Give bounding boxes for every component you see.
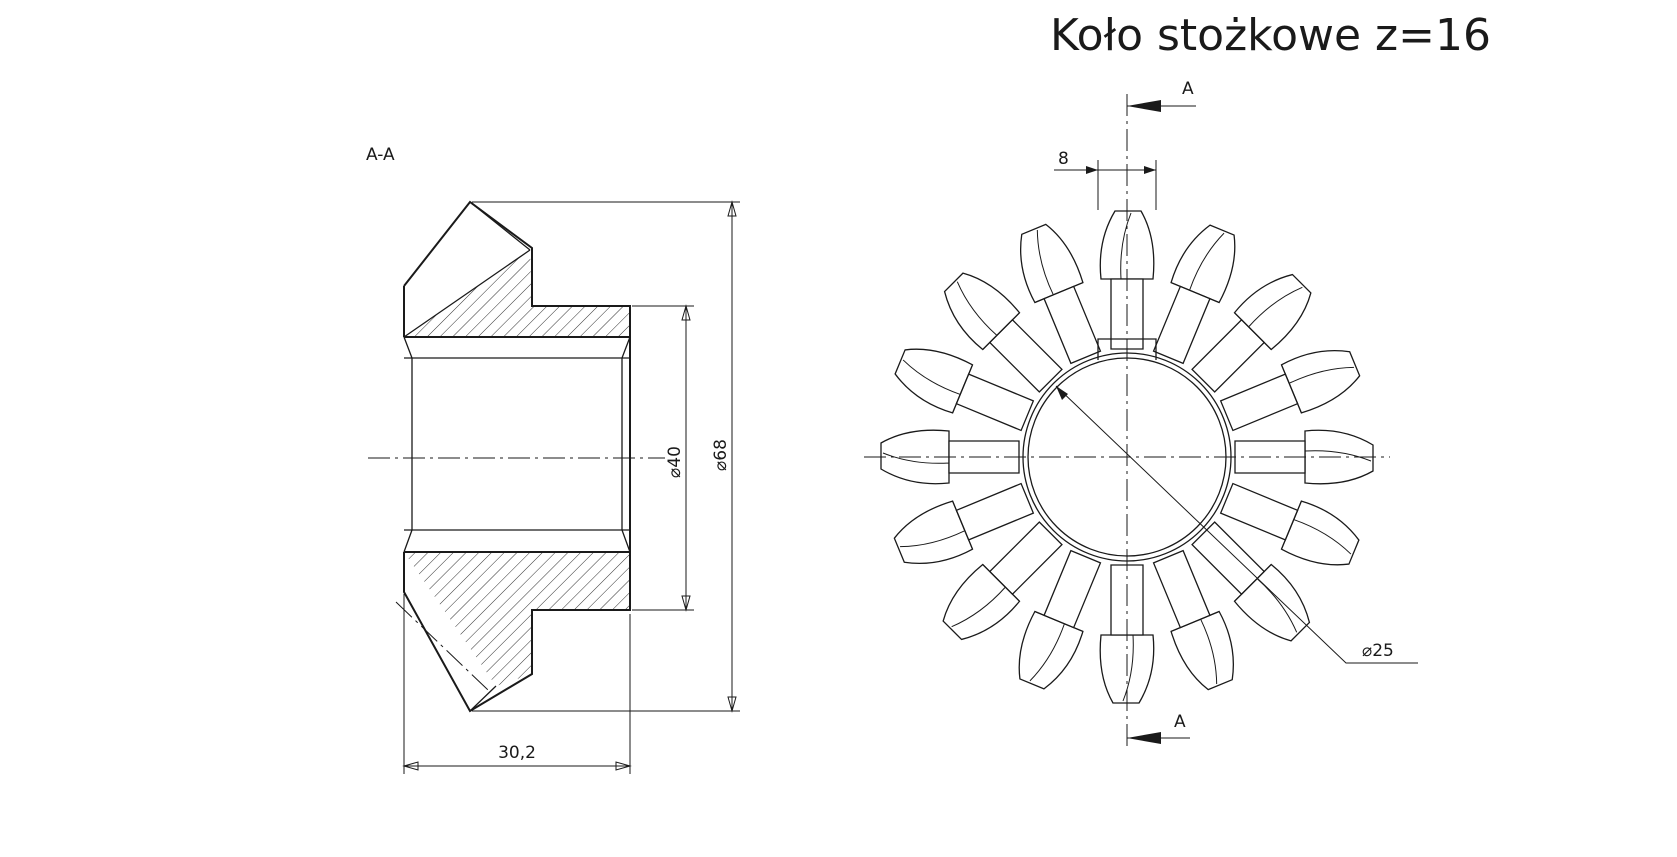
dim-outer: ⌀68 — [711, 439, 731, 471]
section-outline — [403, 200, 631, 713]
gear-tooth — [943, 272, 1063, 393]
dim-keyway: 8 — [1058, 149, 1069, 169]
section-label: A-A — [366, 145, 395, 165]
dim-shaft: ⌀25 — [1362, 641, 1394, 661]
gear-tooth — [1018, 549, 1102, 690]
cut-label-bottom: A — [1174, 712, 1186, 732]
pitch-line — [395, 601, 489, 691]
lower-hatch — [404, 552, 630, 686]
gear-tooth — [1219, 482, 1360, 566]
dim-keyway-lines — [1054, 160, 1157, 210]
gear-tooth — [1191, 273, 1312, 393]
tooth-face-lines — [403, 201, 531, 712]
front-view: A A 8 ⌀25 — [864, 79, 1418, 750]
dim-length-lines — [403, 594, 631, 774]
gear-tooth — [893, 482, 1035, 565]
gear-tooth — [942, 521, 1063, 641]
dim-length: 30,2 — [498, 743, 536, 763]
dim-outer-lines — [472, 201, 740, 712]
upper-hatch — [404, 250, 630, 337]
drawing-title: Koło stożkowe z=16 — [1050, 10, 1491, 61]
gear-tooth — [1152, 224, 1236, 365]
dim-shaft-leader — [1055, 385, 1418, 664]
gear-tooth — [894, 348, 1035, 432]
dim-bore-lines — [632, 305, 694, 611]
gear-tooth — [1152, 549, 1235, 691]
cut-label-top: A — [1182, 79, 1194, 99]
gear-tooth — [1219, 349, 1361, 432]
bore-inner — [403, 336, 631, 553]
section-view: A-A ⌀40 ⌀68 30,2 — [366, 145, 740, 774]
gear-tooth — [1234, 429, 1374, 485]
gear-tooth — [1019, 223, 1102, 365]
bore-lines — [404, 336, 630, 553]
dim-bore: ⌀40 — [665, 446, 685, 478]
